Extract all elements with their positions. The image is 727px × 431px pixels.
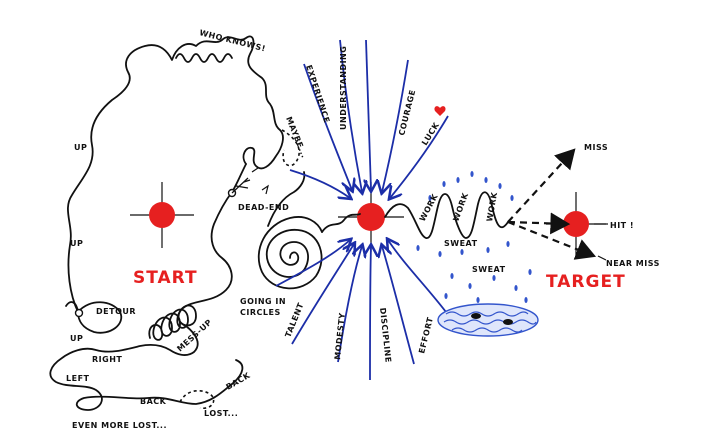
label-target: TARGET — [546, 272, 626, 292]
luck-heart-icon — [434, 106, 446, 116]
label-up-2: UP — [70, 239, 83, 248]
label-modesty: MODESTY — [333, 312, 347, 360]
label-back-1: BACK — [225, 371, 253, 392]
dead-end-marks — [231, 167, 259, 194]
work-zigzag — [384, 191, 509, 239]
winding-path — [67, 35, 284, 313]
label-maybe: MAYBE... — [284, 115, 309, 159]
dead-end-tick — [235, 184, 269, 195]
who-knows-squiggle — [175, 53, 233, 63]
label-miss: MISS — [584, 143, 608, 152]
label-detour: DETOUR — [96, 307, 136, 316]
label-understanding: UNDERSTANDING — [339, 46, 348, 130]
label-up-3: UP — [70, 334, 83, 343]
target-arrows — [507, 148, 608, 261]
label-circles: CIRCLES — [240, 308, 281, 317]
label-lost: LOST... — [204, 409, 238, 418]
sweat-drops — [416, 171, 532, 303]
circles-spiral — [257, 216, 323, 290]
spiral-to-center — [321, 213, 361, 233]
label-hit: HIT ! — [610, 221, 634, 230]
label-left: LEFT — [66, 374, 90, 383]
start-dot — [149, 202, 175, 228]
sweat-puddle — [437, 303, 539, 337]
label-work-3: WORK — [485, 191, 499, 222]
label-work-1: WORK — [418, 192, 440, 223]
label-near-miss: NEAR MISS — [606, 259, 660, 268]
label-experience: EXPERIENCE — [304, 64, 331, 124]
label-back-2: BACK — [140, 397, 167, 406]
center-dot — [357, 203, 385, 231]
lower-path — [49, 305, 244, 411]
maybe-loop — [281, 129, 300, 167]
label-dead-end: DEAD-END — [238, 203, 289, 212]
blue-arrows-bottom — [275, 240, 447, 381]
spiral-top-tail — [267, 171, 306, 227]
detour-node — [74, 308, 84, 318]
label-work-2: WORK — [451, 191, 470, 223]
label-sweat-1: SWEAT — [444, 239, 478, 248]
label-talent: TALENT — [284, 301, 306, 338]
detour-loop — [65, 301, 123, 334]
label-start: START — [133, 268, 198, 288]
label-up-1: UP — [74, 143, 87, 152]
target-dot — [563, 211, 589, 237]
label-sweat-2: SWEAT — [472, 265, 506, 274]
label-going-in: GOING IN — [240, 297, 286, 306]
label-courage: COURAGE — [397, 89, 417, 137]
blue-arrows-top — [289, 39, 449, 198]
label-discipline: DISCIPLINE — [378, 307, 393, 363]
label-even-more-lost: EVEN MORE LOST... — [72, 421, 167, 430]
label-right: RIGHT — [92, 355, 122, 364]
label-effort: EFFORT — [417, 316, 435, 355]
